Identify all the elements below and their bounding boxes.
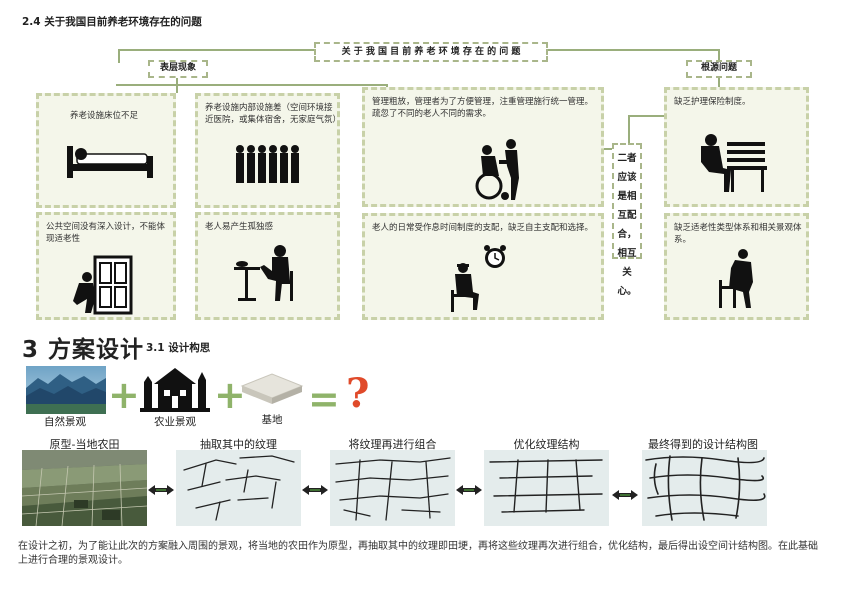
farmland-aerial-image	[22, 450, 147, 526]
connector-line	[718, 75, 720, 89]
issue-text: 管理粗放，管理者为了方便管理，注重管理施行统一管理。疏忽了不同的老人不同的需求。	[372, 97, 594, 119]
connector-line	[118, 49, 120, 63]
plus-icon: +	[214, 373, 246, 417]
bench-elder-icon	[701, 134, 767, 192]
issue-box-beds: 养老设施床位不足	[36, 93, 176, 208]
double-arrow-icon	[302, 485, 328, 495]
optimized-texture-image	[484, 450, 609, 526]
connector-line	[118, 49, 314, 51]
connector-line	[548, 49, 720, 51]
process-step-title-1: 原型-当地农田	[49, 438, 120, 451]
process-step-title-3: 将纹理再进行组合	[348, 438, 437, 451]
natural-landscape-image	[26, 366, 106, 414]
root-problem-tag: 根源问题	[686, 60, 752, 78]
issue-box-schedule: 老人的日常受作息时间制度的支配，缺乏自主支配和选择。	[362, 213, 604, 320]
surface-phenomenon-tag: 表层现象	[148, 60, 208, 78]
relationship-label: 二者应该是相互配合，相互关心。	[612, 143, 642, 297]
final-structure-image	[642, 450, 767, 526]
issue-text: 公共空间没有深入设计，不能体现适老性	[46, 222, 166, 244]
plus-icon: +	[108, 373, 140, 417]
connector-line	[718, 49, 720, 63]
issue-text: 缺乏适老性类型体系和相关景观体系。	[674, 223, 802, 245]
bed-icon	[67, 146, 153, 178]
natural-landscape-label: 自然景观	[44, 416, 86, 428]
section-title: 3 方案设计	[22, 337, 145, 363]
issue-box-facilities: 养老设施内部设施差（空间环境接近医院，或集体宿舍，无家庭气氛）	[195, 93, 342, 208]
design-description: 在设计之初，为了能让此次的方案融入周围的景观，将当地的农田作为原型，再抽取其中的…	[18, 541, 818, 566]
combined-texture-image	[330, 450, 455, 526]
issue-text: 老人易产生孤独感	[205, 222, 274, 232]
issue-text: 老人的日常受作息时间制度的支配，缺乏自主支配和选择。	[372, 223, 594, 233]
double-arrow-icon	[148, 485, 174, 495]
double-arrow-icon	[456, 485, 482, 495]
issue-text: 养老设施床位不足	[70, 111, 139, 121]
extracted-texture-image	[176, 450, 301, 526]
section-heading: 2.4 关于我国目前养老环境存在的问题	[22, 16, 202, 28]
process-step-title-4: 优化纹理结构	[513, 438, 580, 451]
connector-line	[628, 115, 668, 117]
issue-text: 养老设施内部设施差（空间环境接近医院，或集体宿舍，无家庭气氛）	[205, 103, 342, 125]
issue-box-loneliness: 老人易产生孤独感	[195, 212, 340, 320]
seated-elder-icon	[719, 249, 753, 308]
connector-line	[604, 148, 614, 150]
crowd-icon	[236, 145, 299, 183]
clock-elder-icon	[451, 245, 506, 312]
double-arrow-icon	[612, 490, 638, 500]
site-base-label: 基地	[261, 414, 283, 426]
section-subtitle: 3.1 设计构思	[146, 342, 211, 354]
connector-line	[116, 84, 386, 86]
agricultural-landscape-label: 农业景观	[154, 416, 196, 428]
process-step-title-2: 抽取其中的纹理	[200, 438, 277, 451]
question-mark: ?	[346, 370, 370, 417]
issue-box-public-space: 公共空间没有深入设计，不能体现适老性	[36, 212, 176, 320]
door-elder-icon	[73, 255, 133, 315]
site-base-icon	[240, 373, 304, 404]
center-topic-tag: 关 于 我 国 目 前 养 老 环 境 存 在 的 问 题	[314, 42, 548, 62]
connector-line	[628, 115, 630, 145]
issue-box-landscape: 缺乏适老性类型体系和相关景观体系。	[664, 213, 809, 320]
issue-box-management: 管理粗放，管理者为了方便管理，注重管理施行统一管理。疏忽了不同的老人不同的需求。	[362, 87, 604, 207]
equals-icon: =	[308, 377, 340, 421]
farmhouse-icon	[140, 368, 210, 412]
issue-text: 缺乏护理保险制度。	[674, 97, 751, 107]
process-step-title-5: 最终得到的设计结构图	[648, 438, 758, 451]
wheelchair-icon	[475, 139, 519, 200]
issue-box-insurance: 缺乏护理保险制度。	[664, 87, 809, 207]
lonely-elder-icon	[234, 245, 293, 301]
